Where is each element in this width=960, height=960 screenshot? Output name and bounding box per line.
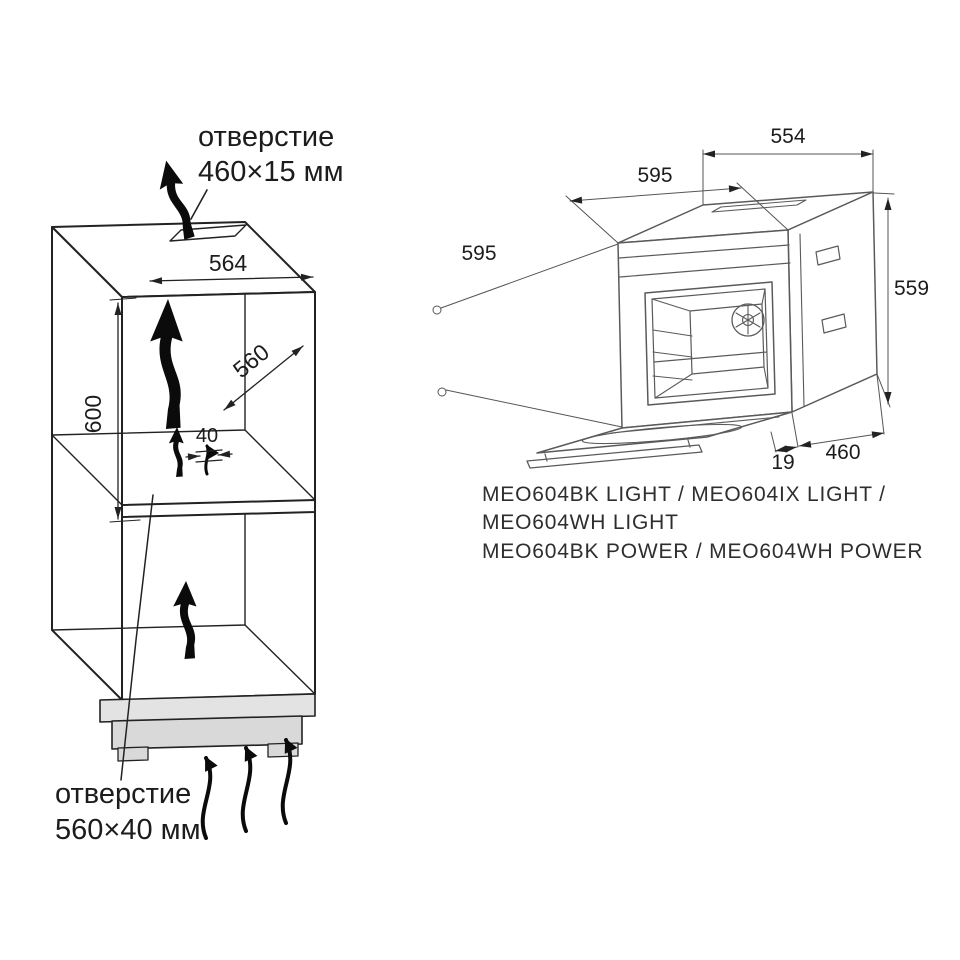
dim-niche-width: 564 xyxy=(209,250,248,276)
oven-mount-bracket xyxy=(815,245,841,266)
model-names-line2: MEO604WH LIGHT xyxy=(482,511,679,534)
oven-top-vent-slot xyxy=(711,199,807,213)
dim-bottom-offset: 19 xyxy=(771,451,794,474)
top-vent-label-line2: 460×15 мм xyxy=(198,156,344,188)
intake-arrows xyxy=(200,738,298,840)
model-names-line3: MEO604BK POWER / MEO604WH POWER xyxy=(482,540,923,563)
bottom-vent-leader-line xyxy=(120,494,154,781)
oven-dimension-lines xyxy=(432,149,895,453)
lower-compartment-interior-lines xyxy=(51,513,316,695)
dim-front-height: 595 xyxy=(461,242,496,265)
cabinet-dimension-lines xyxy=(109,273,314,523)
top-vent-pointer-line xyxy=(190,189,208,220)
dim-bottom-depth: 460 xyxy=(825,441,860,464)
oven-cavity xyxy=(644,281,776,406)
bottom-vent-label-line1: отверстие xyxy=(55,778,191,810)
shelf xyxy=(121,499,316,518)
intake-arrow-icon xyxy=(280,738,298,825)
oven-right-seam xyxy=(799,233,805,407)
bottom-vent-label-line2: 560×40 мм xyxy=(55,814,201,846)
control-panel-lines xyxy=(618,244,791,278)
rear-gap-arrow-icon xyxy=(204,444,220,476)
oven-rack xyxy=(653,351,768,363)
cabinet-front-face xyxy=(121,291,316,701)
oven-mount-bracket xyxy=(821,313,847,334)
top-vent-label-line1: отверстие xyxy=(198,121,334,153)
fan-blades xyxy=(735,305,761,335)
dim-rear-gap: 40 xyxy=(196,425,218,447)
dim-front-width: 595 xyxy=(637,164,672,187)
oven-diagram: 554 595 595 559 19 460 MEO604BK LIGHT / … xyxy=(432,125,929,563)
model-names-line1: MEO604BK LIGHT / MEO604IX LIGHT / xyxy=(482,483,886,506)
dim-side-height: 559 xyxy=(894,277,929,300)
intake-arrow-icon xyxy=(200,756,218,840)
cabinet-base xyxy=(99,693,316,762)
top-vent-slot xyxy=(169,224,247,242)
fan-icon xyxy=(731,303,765,337)
oven-door-open xyxy=(526,411,793,469)
door-handle xyxy=(526,444,703,469)
rack-rails xyxy=(652,329,693,381)
dim-niche-height: 600 xyxy=(80,395,106,433)
intake-arrow-icon xyxy=(240,746,258,833)
cabinet-diagram: отверстие 460×15 мм отверстие 560×40 мм … xyxy=(51,121,344,846)
rear-gap-slot xyxy=(195,449,223,463)
dim-top-width: 554 xyxy=(770,125,805,148)
